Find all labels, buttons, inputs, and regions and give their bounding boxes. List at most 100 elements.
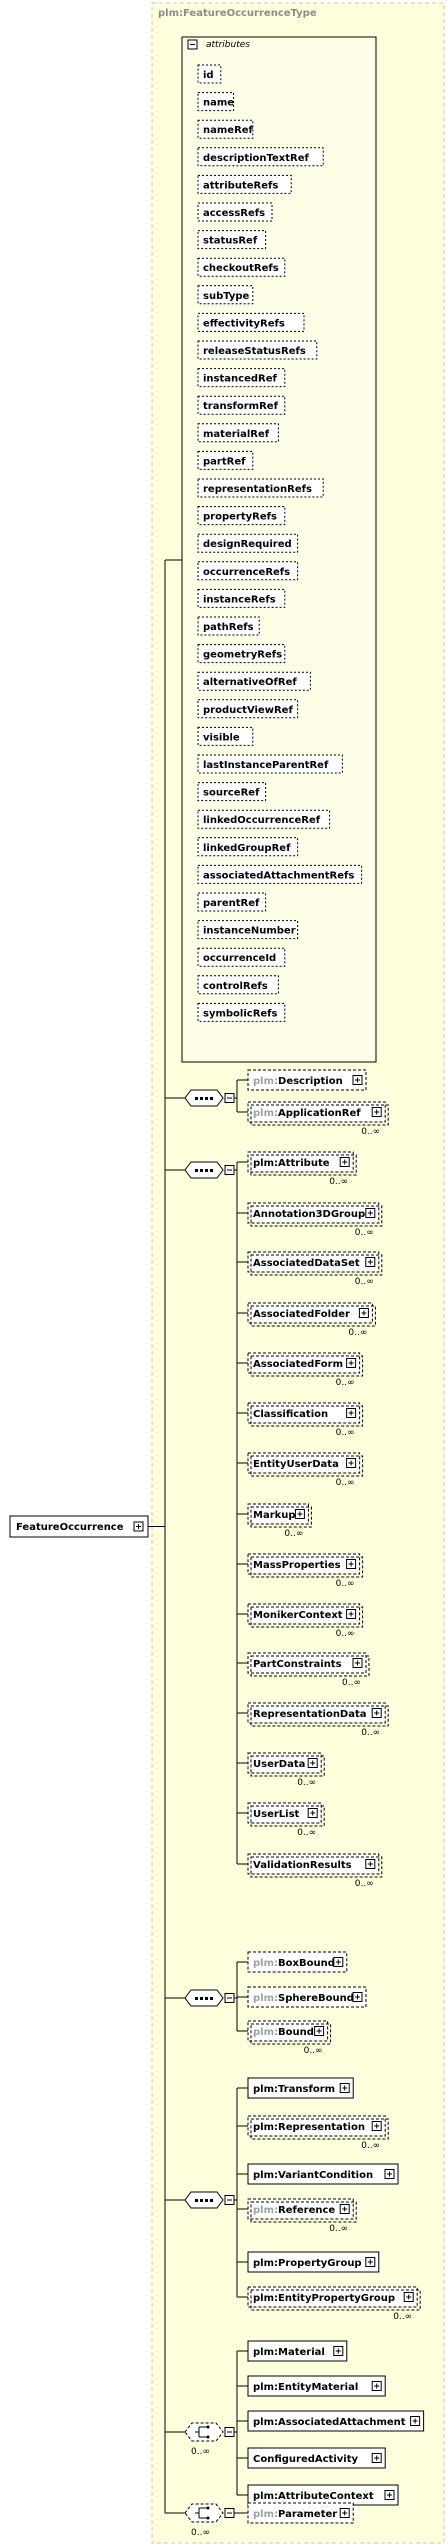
- attribute-label: subType: [203, 291, 250, 302]
- attribute-productViewRef[interactable]: productViewRef: [197, 699, 299, 719]
- element-label: plm:Transform: [253, 2084, 335, 2095]
- attribute-sourceRef[interactable]: sourceRef: [197, 782, 267, 802]
- element-plm-associatedattachment[interactable]: plm:AssociatedAttachment: [247, 2410, 425, 2432]
- root-element[interactable]: FeatureOccurrence: [9, 1515, 149, 1538]
- element-configuredactivity[interactable]: ConfiguredActivity: [247, 2447, 386, 2469]
- attribute-label: checkoutRefs: [203, 263, 279, 274]
- attribute-transformRef[interactable]: transformRef: [197, 395, 286, 415]
- attribute-symbolicRefs[interactable]: symbolicRefs: [197, 1002, 286, 1022]
- attribute-representationRefs[interactable]: representationRefs: [197, 478, 324, 498]
- element-plm-description[interactable]: plm:Description: [247, 1069, 367, 1091]
- attribute-accessRefs[interactable]: accessRefs: [197, 202, 273, 222]
- sequence-compositor[interactable]: [184, 2191, 235, 2209]
- attribute-linkedGroupRef[interactable]: linkedGroupRef: [197, 837, 299, 857]
- element-occurrence: 0..∞: [304, 2046, 323, 2056]
- attribute-id[interactable]: id: [197, 64, 222, 84]
- attribute-label: descriptionTextRef: [203, 153, 310, 164]
- attribute-label: parentRef: [203, 898, 260, 909]
- element-label: ConfiguredActivity: [253, 2454, 358, 2465]
- element-occurrence: 0..∞: [342, 1678, 361, 1688]
- attribute-label: instancedRef: [203, 374, 277, 385]
- element-plm-material[interactable]: plm:Material: [247, 2340, 348, 2362]
- attribute-name[interactable]: name: [197, 92, 234, 112]
- attribute-alternativeOfRef[interactable]: alternativeOfRef: [197, 671, 311, 691]
- element-occurrence: 0..∞: [348, 1328, 367, 1338]
- attribute-lastInstanceParentRef[interactable]: lastInstanceParentRef: [197, 754, 343, 774]
- attribute-label: transformRef: [203, 401, 279, 412]
- choice-compositor[interactable]: 0..∞: [184, 2422, 235, 2457]
- attribute-subType[interactable]: subType: [197, 285, 254, 305]
- attribute-label: pathRefs: [203, 622, 254, 633]
- attribute-propertyRefs[interactable]: propertyRefs: [197, 506, 286, 526]
- attribute-label: visible: [203, 732, 240, 743]
- attribute-statusRef[interactable]: statusRef: [197, 230, 267, 250]
- attribute-attributeRefs[interactable]: attributeRefs: [197, 174, 292, 194]
- element-occurrence: 0..∞: [355, 1879, 374, 1889]
- element-occurrence: 0..∞: [336, 1629, 355, 1639]
- attribute-instanceNumber[interactable]: instanceNumber: [197, 920, 299, 940]
- attribute-visible[interactable]: visible: [197, 726, 254, 746]
- attribute-designRequired[interactable]: designRequired: [197, 533, 299, 553]
- attribute-instanceRefs[interactable]: instanceRefs: [197, 588, 286, 608]
- attribute-parentRef[interactable]: parentRef: [197, 892, 267, 912]
- element-plm-spherebound[interactable]: plm:SphereBound: [247, 1986, 367, 2008]
- element-plm-variantcondition[interactable]: plm:VariantCondition: [247, 2163, 399, 2185]
- attribute-pathRefs[interactable]: pathRefs: [197, 616, 260, 636]
- attribute-partRef[interactable]: partRef: [197, 450, 254, 470]
- element-occurrence: 0..∞: [361, 1127, 380, 1137]
- attribute-associatedAttachmentRefs[interactable]: associatedAttachmentRefs: [197, 864, 363, 884]
- attribute-occurrenceRefs[interactable]: occurrenceRefs: [197, 561, 299, 581]
- element-label: plm:EntityPropertyGroup: [253, 2293, 395, 2304]
- element-annotation3dgroup[interactable]: Annotation3DGroup 0..∞: [247, 1202, 383, 1238]
- sequence-compositor[interactable]: [184, 1161, 235, 1179]
- attribute-occurrenceId[interactable]: occurrenceId: [197, 947, 286, 967]
- element-plm-parameter[interactable]: plm:Parameter: [247, 2502, 354, 2524]
- attribute-materialRef[interactable]: materialRef: [197, 423, 279, 443]
- attribute-checkoutRefs[interactable]: checkoutRefs: [197, 257, 286, 277]
- element-monikercontext[interactable]: MonikerContext 0..∞: [247, 1603, 364, 1639]
- choice-compositor[interactable]: 0..∞: [184, 2503, 235, 2538]
- attribute-label: occurrenceId: [203, 953, 276, 964]
- element-plm-attributecontext[interactable]: plm:AttributeContext: [247, 2484, 399, 2506]
- attribute-effectivityRefs[interactable]: effectivityRefs: [197, 312, 305, 332]
- attribute-releaseStatusRefs[interactable]: releaseStatusRefs: [197, 340, 318, 360]
- element-plm-boxbound[interactable]: plm:BoxBound: [247, 1951, 348, 1973]
- element-plm-entitymaterial[interactable]: plm:EntityMaterial: [247, 2375, 386, 2397]
- attribute-descriptionTextRef[interactable]: descriptionTextRef: [197, 147, 324, 167]
- element-occurrence: 0..∞: [355, 1277, 374, 1287]
- attribute-controlRefs[interactable]: controlRefs: [197, 975, 279, 995]
- element-occurrence: 0..∞: [355, 1228, 374, 1238]
- attribute-geometryRefs[interactable]: geometryRefs: [197, 644, 286, 664]
- attribute-instancedRef[interactable]: instancedRef: [197, 368, 286, 388]
- element-occurrence: 0..∞: [284, 1529, 303, 1539]
- attributes-title: attributes: [206, 40, 250, 50]
- element-label: MonikerContext: [253, 1610, 343, 1621]
- attribute-linkedOccurrenceRef[interactable]: linkedOccurrenceRef: [197, 809, 331, 829]
- sequence-compositor[interactable]: [184, 1989, 235, 2007]
- element-label: Annotation3DGroup: [253, 1209, 365, 1220]
- element-label: plm:EntityMaterial: [253, 2382, 358, 2393]
- element-plm-propertygroup[interactable]: plm:PropertyGroup: [247, 2251, 380, 2273]
- attribute-nameRef[interactable]: nameRef: [197, 119, 254, 139]
- element-plm-transform[interactable]: plm:Transform: [247, 2077, 354, 2099]
- sequence-compositor[interactable]: [184, 1089, 235, 1107]
- attribute-label: designRequired: [203, 539, 292, 550]
